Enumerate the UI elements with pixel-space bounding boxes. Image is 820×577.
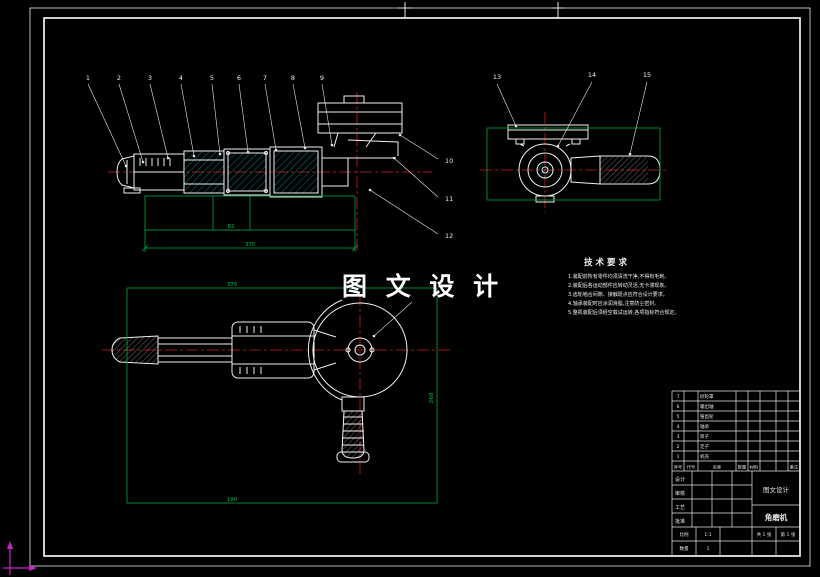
- dim-top-hub: 190: [227, 497, 238, 503]
- bom-header-material: 材料: [750, 464, 759, 471]
- title-block-brand: 图文设计: [763, 485, 790, 494]
- bom-header-qty: 数量: [738, 464, 746, 471]
- bom-name-5: 转子: [700, 433, 709, 440]
- callout-12: 12: [445, 232, 453, 240]
- bom-name-1: 砂轮罩: [700, 393, 714, 400]
- sheet-border: [29, 7, 811, 567]
- centering-marks: [398, 2, 565, 18]
- bom-name-4: 轴承: [700, 423, 709, 430]
- tech-requirements: 技术要求 1.装配前所有零件均须清洗干净,不得有毛刺。 2.装配后各运动部件应转…: [568, 257, 679, 316]
- callout-labels: 1 2 3 4 5 6 7 8 9 10 11 12 13 14 15: [86, 71, 651, 240]
- callout-5: 5: [210, 74, 214, 82]
- scale-value: 1:1: [704, 532, 711, 538]
- bom-name-2: 输出轴: [700, 403, 714, 410]
- side-view-grinder: [116, 95, 403, 198]
- bom-no-3: 5: [677, 414, 680, 420]
- bom-no-4: 4: [677, 424, 680, 430]
- ucs-icon: [3, 541, 37, 575]
- callout-14: 14: [588, 71, 596, 79]
- callout-13: 13: [493, 73, 501, 81]
- bom-header-code: 代号: [687, 464, 695, 471]
- bom-header-note: 备注: [790, 464, 799, 471]
- tech-line-3: 3.齿轮啮合间隙、接触斑点应符合设计要求。: [568, 291, 668, 298]
- bom-header-name: 名称: [713, 464, 721, 471]
- dim-left-detail: 82: [228, 224, 235, 230]
- callout-6: 6: [237, 74, 241, 82]
- tech-line-1: 1.装配前所有零件均须清洗干净,不得有毛刺。: [568, 273, 669, 280]
- qty-label: 数量: [680, 545, 689, 552]
- dim-top-width: 375: [227, 282, 238, 288]
- callout-4: 4: [179, 74, 183, 82]
- bom-header-no: 序号: [674, 464, 682, 471]
- bom-no-7: 1: [677, 454, 680, 460]
- bom-name-7: 机壳: [700, 453, 709, 460]
- tech-requirements-title: 技术要求: [584, 257, 630, 268]
- scale-label: 比例: [680, 531, 689, 538]
- bom-no-5: 3: [677, 434, 680, 440]
- callout-2: 2: [117, 74, 121, 82]
- watermark-text: 图 文 设 计: [342, 272, 503, 301]
- tech-line-2: 2.装配后各运动部件应转动灵活,无卡滞现象。: [568, 282, 669, 289]
- callout-7: 7: [263, 74, 267, 82]
- sheets-total: 共 1 张: [757, 531, 772, 538]
- callout-1: 1: [86, 74, 90, 82]
- top-view-dimension-box: [126, 287, 438, 504]
- callout-10: 10: [445, 157, 453, 165]
- sheet-page: 第 1 张: [781, 531, 796, 538]
- bom-no-2: 6: [677, 404, 680, 410]
- dim-top-height: 268: [429, 392, 435, 403]
- bom-name-6: 定子: [700, 443, 709, 450]
- callout-9: 9: [320, 74, 324, 82]
- sign-process: 工艺: [675, 505, 685, 511]
- top-view-grinder: [111, 299, 408, 463]
- callout-15: 15: [643, 71, 651, 79]
- callout-11: 11: [445, 195, 453, 203]
- sign-approve: 批准: [675, 518, 685, 525]
- tech-line-5: 5.整机装配后须经空载试运转,各项指标符合规定。: [568, 309, 679, 316]
- callout-3: 3: [148, 74, 152, 82]
- sign-check: 审核: [675, 490, 685, 497]
- bom-no-1: 7: [677, 394, 680, 400]
- left-view-dimensions: [141, 195, 359, 252]
- front-view-grinder: [507, 124, 661, 203]
- qty-value: 1: [707, 546, 710, 552]
- leader-lines: [87, 81, 648, 338]
- title-block-grid: [671, 390, 800, 556]
- callout-8: 8: [291, 74, 295, 82]
- sign-design: 设计: [675, 476, 685, 483]
- title-block-text: 7 砂轮罩 6 输出轴 5 锥齿轮 4 轴承 3 转子 2 定子 1 机壳 序号…: [674, 393, 799, 552]
- dim-left-overall: 375: [245, 242, 256, 248]
- title-block-drawing-title: 角磨机: [765, 512, 788, 522]
- bom-name-3: 锥齿轮: [700, 413, 714, 420]
- front-view-dimension-box: [486, 127, 661, 201]
- bom-no-6: 2: [677, 444, 680, 450]
- dimension-labels: 82 375 375 268 190: [227, 224, 435, 503]
- tech-line-4: 4.轴承装配时应涂润滑脂,注意防尘密封。: [568, 300, 659, 307]
